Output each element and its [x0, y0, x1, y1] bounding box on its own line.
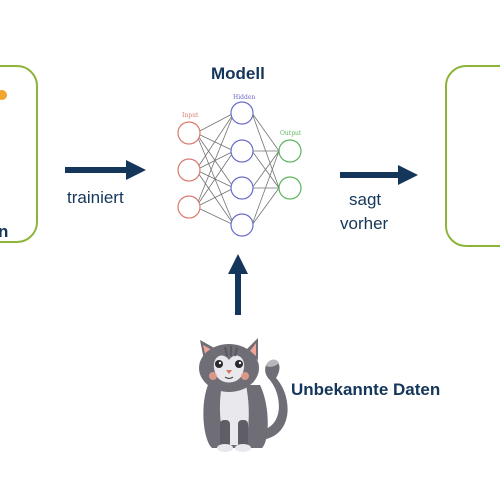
output-node: [278, 176, 302, 200]
prediction-box: [445, 65, 500, 247]
hidden-node: [230, 176, 254, 200]
input-layer: [177, 121, 201, 219]
predict-arrow: [340, 165, 418, 185]
input-node: [177, 158, 201, 182]
cat-illustration-icon: [199, 338, 288, 452]
output-node: [278, 139, 302, 163]
network-edges: [195, 112, 280, 226]
orange-dot-icon: [0, 90, 7, 100]
input-layer-label: Input: [182, 112, 199, 119]
model-title: Modell: [211, 64, 265, 83]
output-layer: [278, 139, 302, 200]
predict-label-line2: vorher: [340, 214, 389, 233]
hidden-layer: [230, 101, 254, 237]
hidden-node: [230, 213, 254, 237]
hidden-node: [230, 101, 254, 125]
predict-label-line1: sagt: [349, 190, 382, 209]
train-arrow-label: trainiert: [67, 188, 124, 207]
train-arrow: [65, 160, 146, 180]
output-layer-label: Output: [280, 130, 302, 137]
input-node: [177, 121, 201, 145]
training-data-box: [0, 65, 38, 243]
hidden-layer-label: Hidden: [233, 94, 255, 101]
hidden-node: [230, 139, 254, 163]
unknown-data-label: Unbekannte Daten: [291, 380, 441, 399]
input-up-arrow: [228, 254, 248, 315]
input-node: [177, 195, 201, 219]
training-box-partial-label: n: [0, 222, 9, 241]
